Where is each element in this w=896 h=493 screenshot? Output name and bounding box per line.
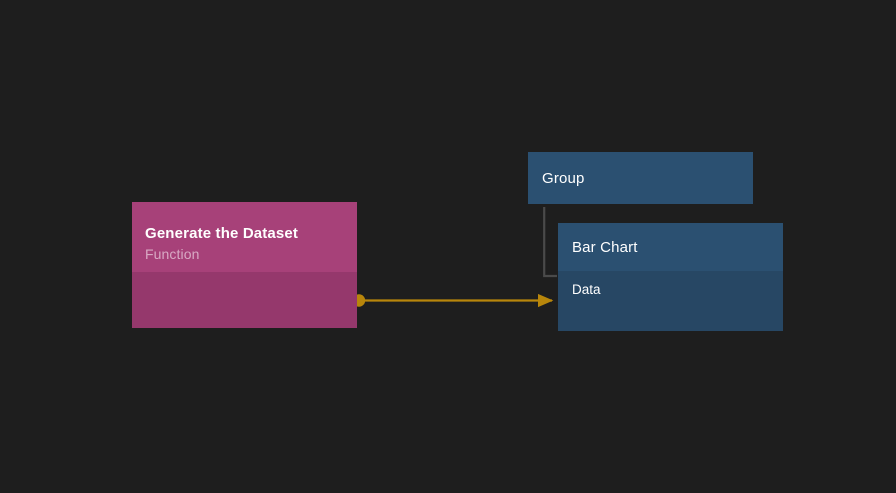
node-generate-the-dataset[interactable]: Generate the Dataset Function Data bbox=[132, 202, 357, 328]
node-group[interactable]: Group bbox=[528, 152, 753, 204]
node-header[interactable]: Bar Chart bbox=[558, 223, 783, 271]
edge-generate-dataset-to-bar-chart[interactable] bbox=[352, 293, 554, 308]
node-title: Generate the Dataset bbox=[145, 225, 299, 242]
node-body[interactable]: Data bbox=[558, 271, 783, 331]
input-port-data[interactable]: Data bbox=[572, 281, 601, 298]
node-title: Group bbox=[542, 169, 585, 187]
node-subtitle: Function bbox=[145, 246, 200, 262]
node-bar-chart[interactable]: Bar Chart Data bbox=[558, 223, 783, 331]
node-header[interactable]: Generate the Dataset Function bbox=[132, 202, 357, 272]
input-port-label: Data bbox=[572, 282, 601, 297]
group-child-bracket bbox=[543, 207, 557, 278]
node-header[interactable]: Group bbox=[528, 152, 753, 204]
node-body[interactable]: Data bbox=[132, 272, 357, 328]
node-title: Bar Chart bbox=[572, 238, 638, 256]
